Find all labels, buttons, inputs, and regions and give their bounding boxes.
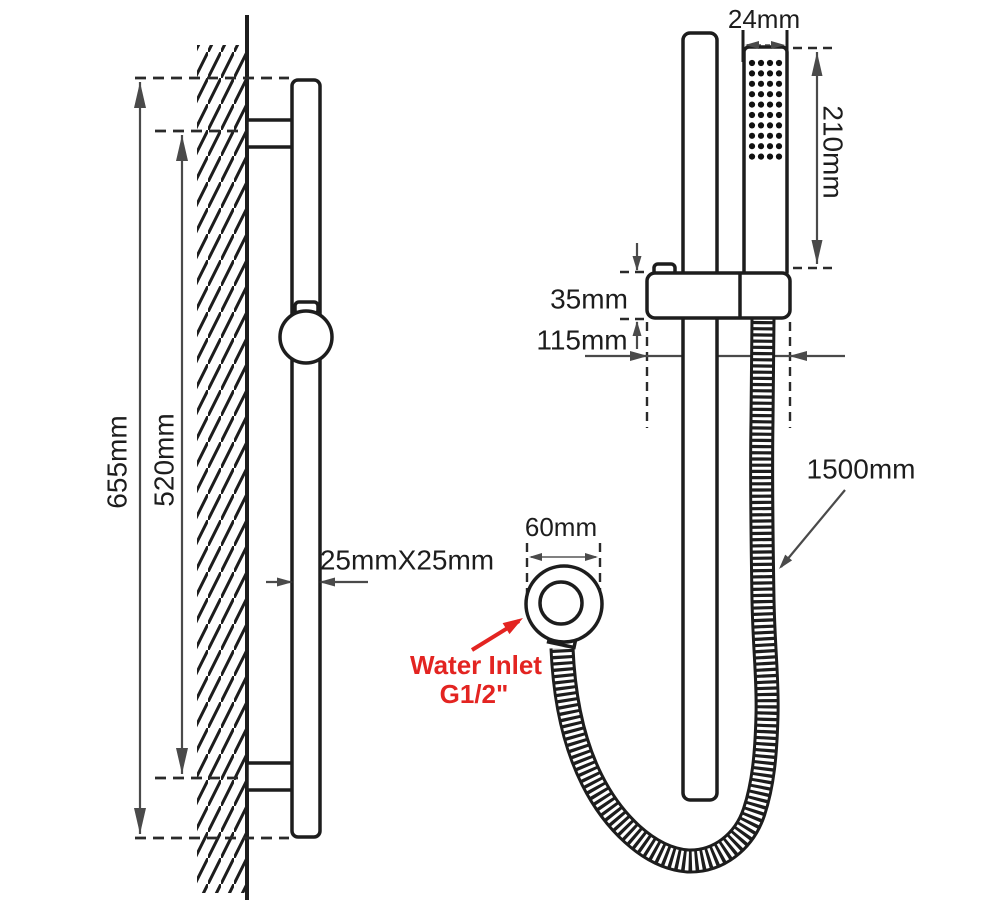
water-inlet-port [538, 580, 584, 626]
slider-bracket [645, 271, 792, 320]
slider-knob [278, 309, 334, 365]
label-210mm: 210mm [818, 105, 849, 198]
label-115mm: 115mm [536, 325, 627, 356]
dimension-arrowheads [134, 41, 823, 834]
handset-spray-nozzles [748, 59, 783, 160]
water-inlet-arrowhead [502, 618, 523, 635]
dim-1500-leader [780, 489, 846, 568]
label-35mm: 35mm [550, 284, 628, 315]
label-655mm: 655mm [102, 415, 133, 508]
shower-hose [549, 317, 780, 874]
label-1500mm: 1500mm [807, 454, 916, 485]
wall-hatching [197, 45, 246, 893]
left-view: 655mm 520mm 25mmX25mm [102, 15, 494, 900]
right-rail [681, 31, 719, 802]
lower-wall-bracket [245, 761, 295, 792]
label-water-inlet-thread: G1/2" [440, 679, 509, 709]
dim-210mm [793, 46, 832, 270]
label-24mm: 24mm [728, 4, 800, 34]
label-520mm: 520mm [149, 413, 180, 506]
upper-wall-bracket [245, 118, 295, 149]
label-water-inlet: Water Inlet [410, 650, 542, 680]
label-rail-profile: 25mmX25mm [320, 545, 494, 576]
left-rail [290, 78, 322, 839]
right-view: 24mm 210mm 35mm 115mm 60mm [410, 4, 916, 874]
label-60mm: 60mm [525, 512, 597, 542]
